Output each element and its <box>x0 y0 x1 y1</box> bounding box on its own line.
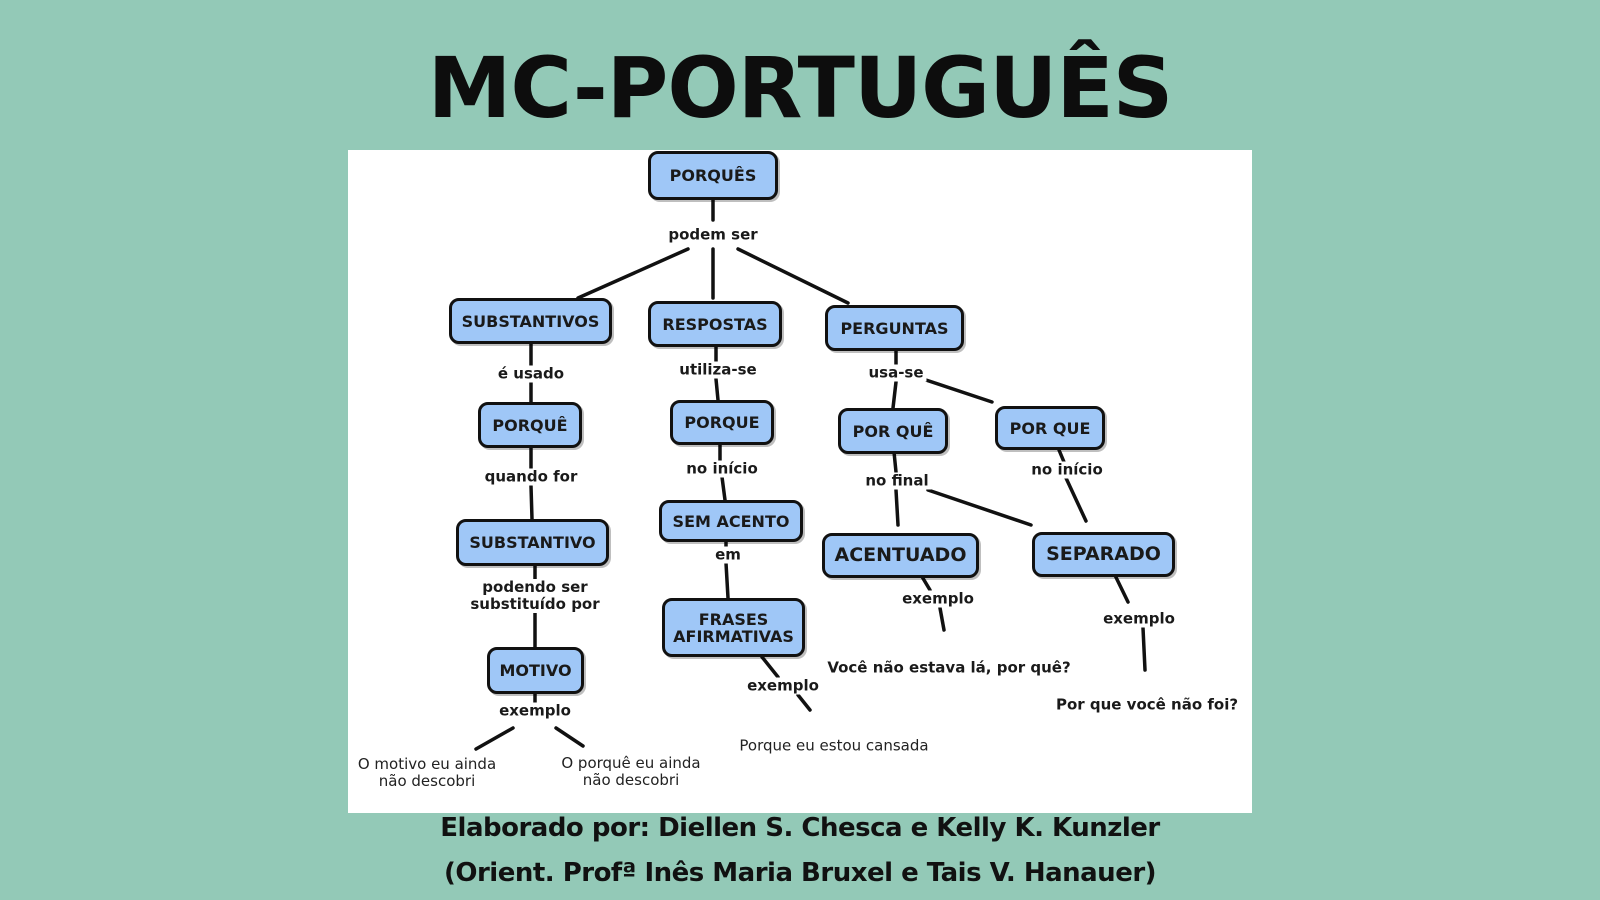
node-porque: PORQUE <box>670 400 774 445</box>
link-podem-ser: podem ser <box>665 226 761 244</box>
node-sem-acento: SEM ACENTO <box>659 500 803 542</box>
link-em: em <box>712 546 744 564</box>
example-estava: Você não estava lá, por quê? <box>827 658 1071 677</box>
example-foi: Por que você não foi? <box>1055 695 1239 714</box>
link-exemplo-3: exemplo <box>899 590 977 608</box>
link-quando-for: quando for <box>481 468 581 486</box>
node-perguntas: PERGUNTAS <box>825 305 964 351</box>
node-porque-acento: PORQUÊ <box>478 402 582 448</box>
link-exemplo-2: exemplo <box>744 677 822 695</box>
link-no-final: no final <box>862 472 932 490</box>
credit-advisors: (Orient. Profª Inês Maria Bruxel e Tais … <box>443 858 1157 888</box>
node-motivo: MOTIVO <box>487 647 584 694</box>
node-por-que-acento: POR QUÊ <box>838 408 948 454</box>
link-exemplo-4: exemplo <box>1100 610 1178 628</box>
link-exemplo-1: exemplo <box>496 702 574 720</box>
example-porque: O porquê eu ainda não descobri <box>561 754 701 789</box>
page-title: MC-PORTUGUÊS <box>427 39 1173 137</box>
example-motivo: O motivo eu ainda não descobri <box>357 755 497 790</box>
node-frases-afirmativas: FRASES AFIRMATIVAS <box>662 598 805 657</box>
link-no-inicio-1: no início <box>683 460 761 478</box>
node-por-que: POR QUE <box>995 406 1105 450</box>
concept-map: PORQUÊS SUBSTANTIVOS RESPOSTAS PERGUNTAS… <box>348 150 1252 813</box>
link-utiliza-se: utiliza-se <box>676 361 760 379</box>
node-acentuado: ACENTUADO <box>822 533 979 578</box>
node-substantivos: SUBSTANTIVOS <box>449 298 612 344</box>
node-separado: SEPARADO <box>1032 532 1175 577</box>
link-podendo-ser: podendo ser substituído por <box>467 579 603 613</box>
example-cansada: Porque eu estou cansada <box>739 736 929 755</box>
link-no-inicio-2: no início <box>1028 461 1106 479</box>
node-porques: PORQUÊS <box>648 151 778 200</box>
node-respostas: RESPOSTAS <box>648 301 782 347</box>
node-substantivo: SUBSTANTIVO <box>456 519 609 566</box>
link-usa-se: usa-se <box>865 364 927 382</box>
connector-lines <box>474 198 1147 751</box>
link-e-usado: é usado <box>494 365 568 383</box>
credit-authors: Elaborado por: Diellen S. Chesca e Kelly… <box>440 813 1160 843</box>
